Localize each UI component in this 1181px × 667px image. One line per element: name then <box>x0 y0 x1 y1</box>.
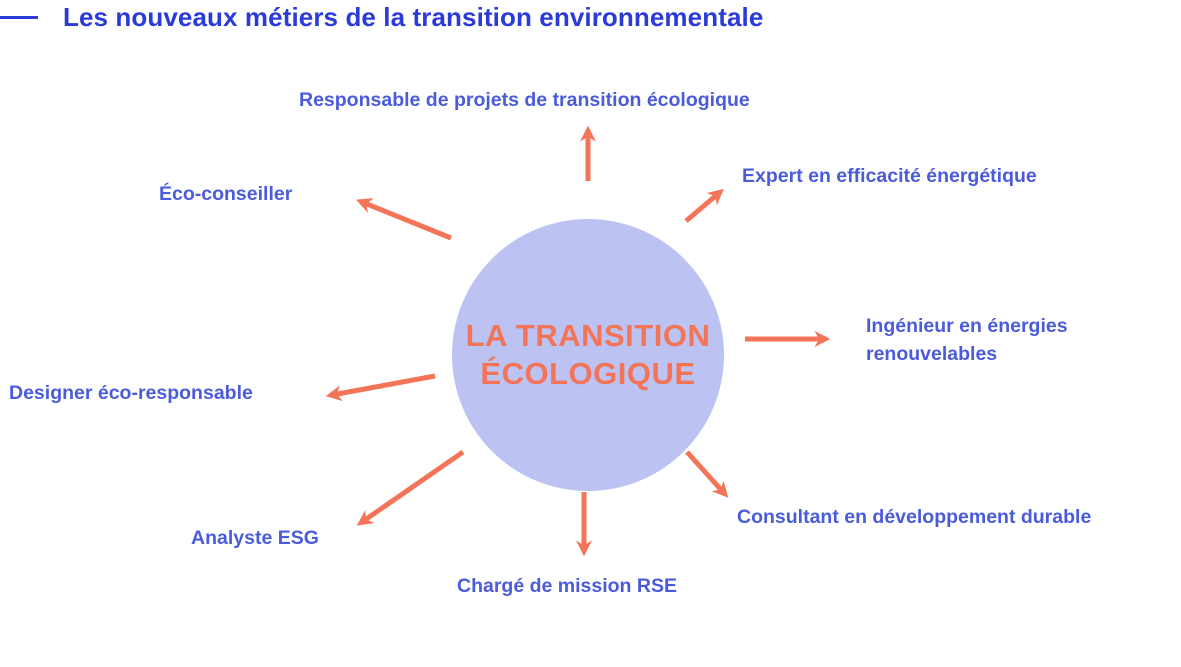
job-label-designer-eco: Designer éco-responsable <box>9 382 253 404</box>
arrow-up-left-icon <box>356 198 452 241</box>
job-label-ingenieur-line-2: renouvelables <box>866 343 998 365</box>
job-label-ingenieur-line-1: Ingénieur en énergies <box>866 315 1068 337</box>
page-title: Les nouveaux métiers de la transition en… <box>63 2 764 32</box>
hub-title-line-1: LA TRANSITION <box>465 318 711 353</box>
arrow-left-icon <box>325 373 436 402</box>
job-label-eco-conseiller: Éco-conseiller <box>159 183 293 205</box>
job-label-responsable-projets: Responsable de projets de transition éco… <box>299 89 750 111</box>
job-label-ingenieur-energies: Ingénieur en énergies renouvelables <box>866 312 1068 368</box>
arrow-up-right-icon <box>684 188 724 223</box>
central-hub-circle: LA TRANSITION ÉCOLOGIQUE <box>452 219 724 491</box>
job-label-analyste-esg: Analyste ESG <box>191 527 319 549</box>
job-label-charge-mission-rse: Chargé de mission RSE <box>457 575 677 597</box>
arrow-down-right-icon <box>685 450 729 498</box>
arrow-down-left-icon <box>356 449 465 526</box>
title-rule-decoration <box>0 16 38 19</box>
job-label-consultant-dd: Consultant en développement durable <box>737 506 1092 528</box>
hub-title-line-2: ÉCOLOGIQUE <box>480 356 696 391</box>
job-label-expert-efficacite: Expert en efficacité énergétique <box>742 165 1037 187</box>
